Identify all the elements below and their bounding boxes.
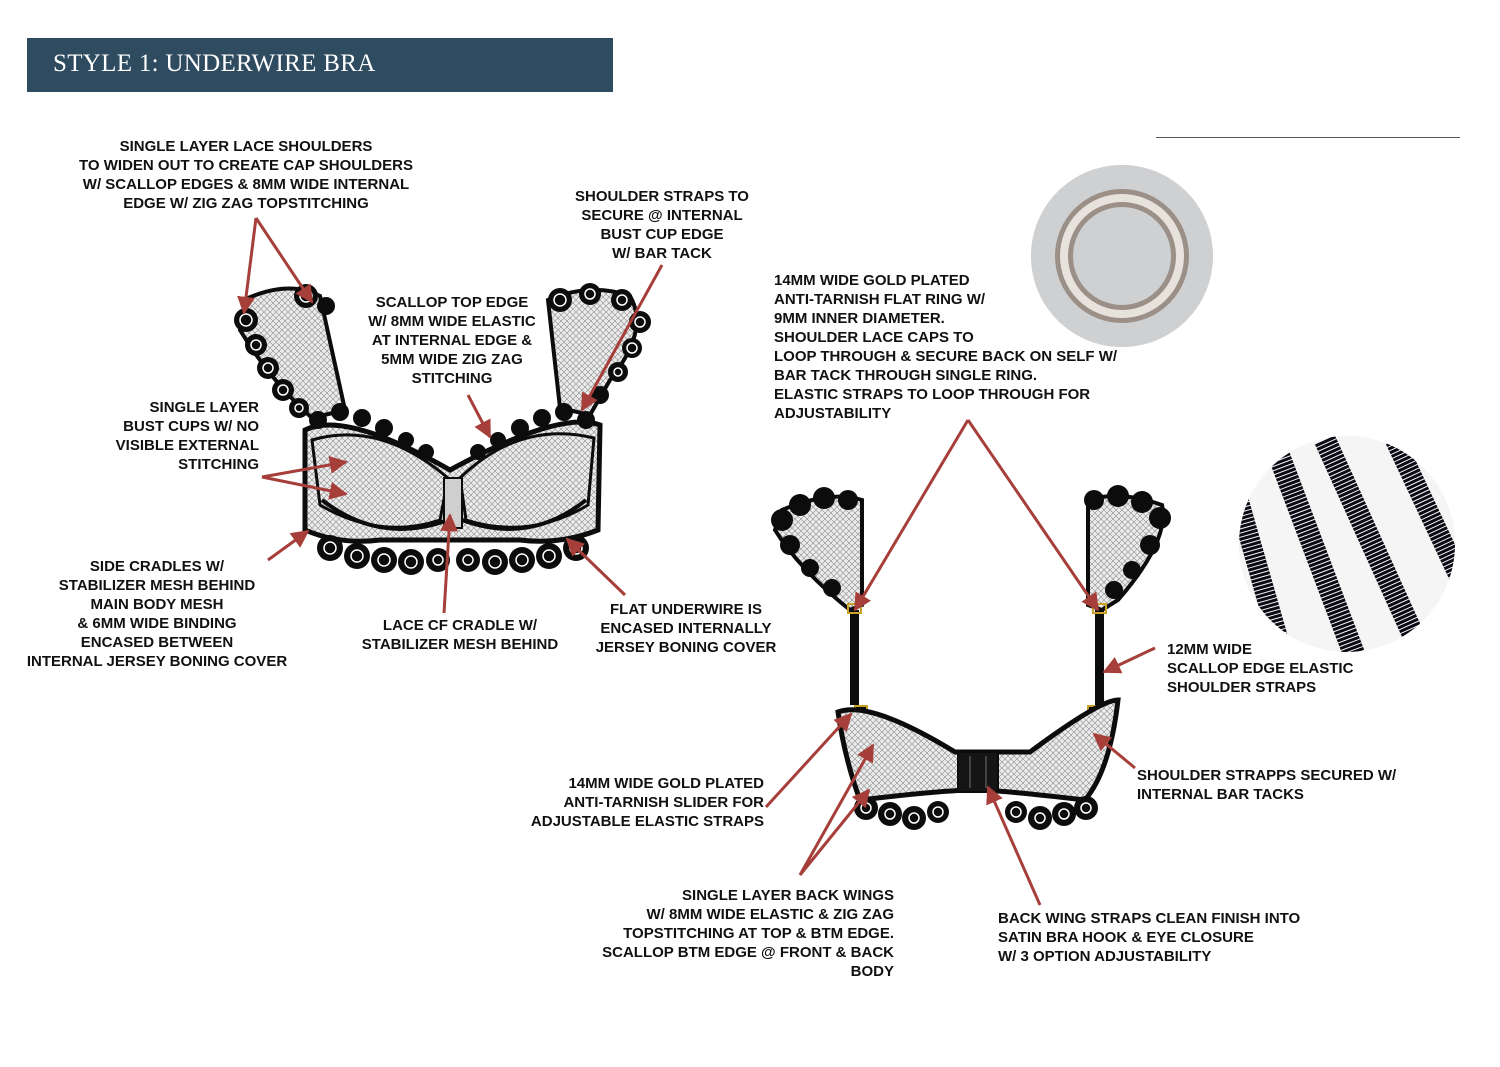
callout-arrows	[237, 217, 1156, 906]
callout-hook-eye: BACK WING STRAPS CLEAN FINISH INTO SATIN…	[998, 910, 1301, 965]
callout-flat-ring: 14MM WIDE GOLD PLATED ANTI-TARNISH FLAT …	[774, 272, 1118, 422]
back-right-lace-cap	[1084, 485, 1171, 613]
front-view	[234, 283, 651, 575]
back-right-strap	[1095, 610, 1104, 705]
hook-eye-closure	[957, 751, 999, 793]
front-right-lace-shoulder	[545, 283, 651, 418]
callout-lace-shoulders: SINGLE LAYER LACE SHOULDERS TO WIDEN OUT…	[79, 138, 413, 212]
callout-straps-bar-tacks: SHOULDER STRAPPS SECURED W/ INTERNAL BAR…	[1137, 767, 1397, 803]
back-left-strap	[850, 610, 859, 705]
callout-shoulder-straps-secure: SHOULDER STRAPS TO SECURE @ INTERNAL BUS…	[575, 188, 749, 262]
front-left-underwire	[320, 498, 449, 531]
callout-side-cradles: SIDE CRADLES W/ STABILIZER MESH BEHIND M…	[26, 558, 288, 670]
header-bar: STYLE 1: UNDERWIRE BRA	[27, 38, 613, 92]
front-right-underwire	[461, 498, 588, 531]
callout-elastic-straps: 12MM WIDE SCALLOP EDGE ELASTIC SHOULDER …	[1167, 641, 1354, 696]
callout-bust-cups: SINGLE LAYER BUST CUPS W/ NO VISIBLE EXT…	[115, 399, 259, 473]
back-left-lace-cap	[771, 487, 864, 613]
callout-back-wings: SINGLE LAYER BACK WINGS W/ 8MM WIDE ELAS…	[602, 887, 894, 980]
callout-lace-cf-cradle: LACE CF CRADLE W/ STABILIZER MESH BEHIND	[361, 617, 559, 653]
back-scallop-bottom-edge	[854, 796, 1098, 830]
front-center-gore	[443, 477, 463, 529]
back-view	[771, 485, 1171, 830]
divider-rule	[1156, 137, 1460, 138]
page-title: STYLE 1: UNDERWIRE BRA	[53, 50, 376, 77]
elastic-strap-photo	[1239, 436, 1455, 652]
flat-ring-photo	[1031, 165, 1213, 347]
front-scallop-top-edge	[309, 403, 595, 460]
callout-slider: 14MM WIDE GOLD PLATED ANTI-TARNISH SLIDE…	[530, 775, 764, 830]
callout-flat-underwire: FLAT UNDERWIRE IS ENCASED INTERNALLY JER…	[595, 601, 777, 656]
callout-scallop-top-edge: SCALLOP TOP EDGE W/ 8MM WIDE ELASTIC AT …	[368, 294, 536, 387]
